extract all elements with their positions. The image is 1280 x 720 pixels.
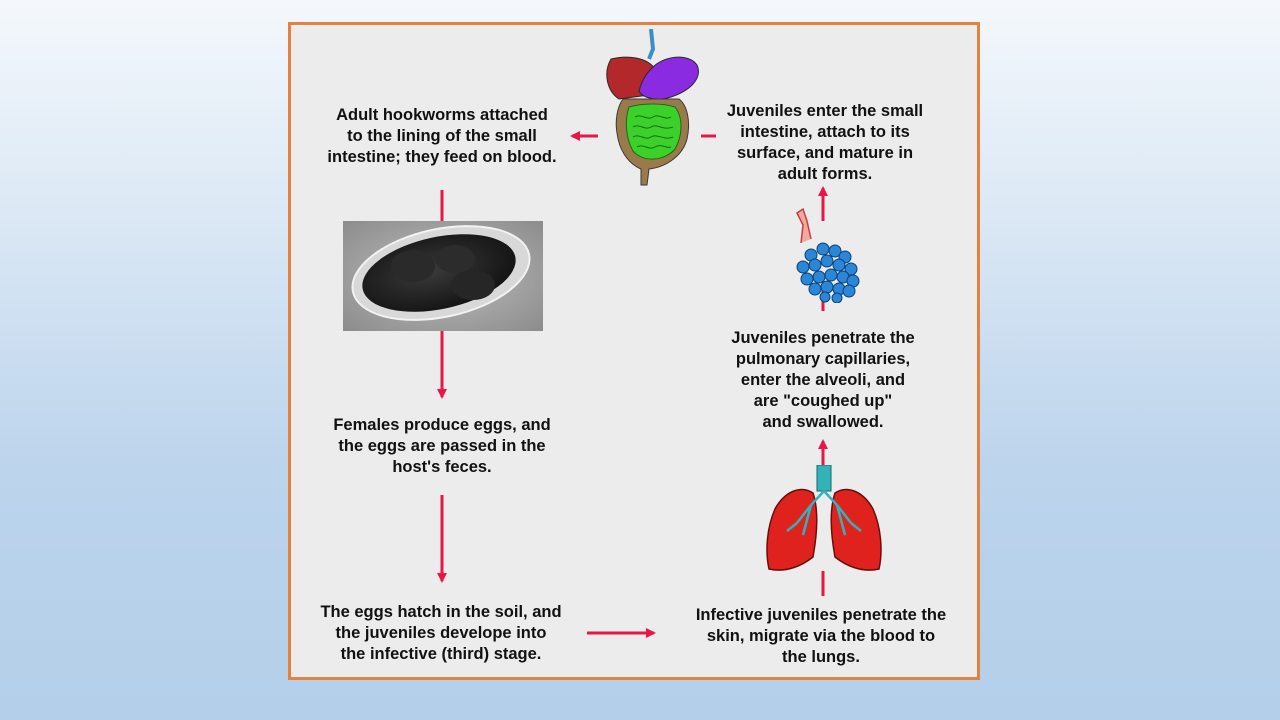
lifecycle-diagram: Adult hookworms attached to the lining o… bbox=[288, 22, 980, 680]
step-eggs-hatch: The eggs hatch in the soil, and the juve… bbox=[320, 603, 562, 663]
step-juveniles-penetrate: Juveniles penetrate the pulmonary capill… bbox=[731, 329, 915, 431]
step-juveniles-enter-intestine: Juveniles enter the small intestine, att… bbox=[726, 102, 924, 183]
step-infective-juveniles: Infective juveniles penetrate the skin, … bbox=[695, 606, 947, 666]
arrows-layer bbox=[437, 131, 828, 638]
digestive-system-icon bbox=[606, 29, 699, 186]
egg-micrograph-image bbox=[343, 221, 543, 331]
step-females-produce-eggs: Females produce eggs, and the eggs are p… bbox=[333, 416, 551, 476]
alveoli-icon bbox=[796, 207, 860, 303]
step-adult-hookworms: Adult hookworms attached to the lining o… bbox=[327, 106, 557, 166]
lungs-icon bbox=[766, 465, 882, 571]
